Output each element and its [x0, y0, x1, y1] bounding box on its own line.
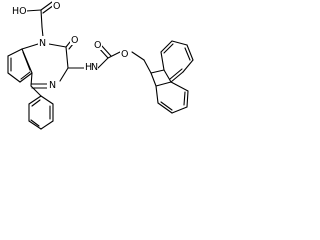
atom-label-amide-nitrogen: N: [91, 62, 98, 73]
atom-label-carbamate-ester-oxygen: O: [121, 49, 128, 60]
bond-fl-lower-5: [170, 81, 189, 92]
bond-nh-carbonyl: [97, 57, 109, 69]
bond-fl-five-1: [163, 69, 172, 83]
bond-ester-o-ch2: [131, 51, 145, 61]
bond-fl-c9-c9a: [150, 69, 165, 74]
atom-label-carbamate-carbonyl-oxygen: O: [94, 40, 101, 51]
atom-label-amide-hydrogen: H: [85, 62, 92, 73]
bond-ch2-to-n1: [41, 26, 44, 38]
atom-label-hydroxyl: HO: [12, 6, 27, 17]
bond-c5a-c5: [30, 72, 33, 87]
bond-benzo-inner-2: [20, 71, 31, 80]
bond-c9a-c9: [7, 48, 23, 57]
bond-fl-upper-1: [160, 51, 165, 71]
atom-label-acid-carbonyl-oxygen: O: [53, 1, 60, 12]
bond-fl-five-2: [155, 81, 172, 87]
bond-lines: [7, 1, 194, 130]
bond-fl-lower-4: [186, 90, 189, 108]
bond-fl-upper-4: [186, 44, 194, 61]
bond-acid-carbonyl-outer: [40, 1, 53, 11]
bond-benzo-inner-3: [22, 51, 31, 71]
bond-fl-upper-inner-1: [163, 43, 174, 54]
bond-ph-3: [40, 120, 54, 130]
bond-acid-to-ch2: [40, 9, 43, 28]
bond-carbonyl-ester-o: [107, 51, 121, 59]
bond-ph-inner-3: [31, 99, 41, 107]
chemical-structure: HO O N O N H N O O: [7, 0, 194, 130]
bond-c5-phenyl: [30, 85, 42, 97]
bond-ph-1: [40, 95, 54, 105]
bond-fl-upper-inner-3: [169, 68, 183, 80]
bond-fl-upper-5: [182, 59, 194, 73]
atom-labels: HO O N O N H N O O: [10, 0, 131, 91]
bond-ph-4: [28, 120, 42, 130]
bond-fl-upper-3: [171, 40, 188, 46]
atom-label-ring-nitrogen-1: N: [39, 38, 46, 49]
bond-fl-lower-1: [155, 85, 159, 104]
bond-c8-c7: [7, 72, 21, 83]
bond-fl-upper-2: [160, 40, 173, 53]
bond-fl-lower-inner-1: [160, 101, 173, 111]
bond-fl-lower-inner-2: [183, 91, 186, 106]
bond-c7-c5a: [19, 72, 33, 83]
bond-n1-c2: [48, 43, 67, 48]
bond-ph-6: [28, 95, 42, 105]
bond-fl-c9-c8a: [150, 72, 157, 87]
bond-c3-n4: [59, 67, 69, 82]
atom-label-lactam-oxygen: O: [71, 35, 78, 46]
atom-label-ring-nitrogen-4: N: [49, 80, 56, 91]
bond-fl-lower-3: [171, 106, 188, 114]
bond-c2-c3: [65, 46, 69, 69]
bond-fl-upper-6: [170, 71, 184, 83]
bond-ch2-c9: [143, 59, 152, 74]
bond-fl-upper-inner-2: [184, 47, 191, 61]
bond-carbonyl-o-inner: [100, 44, 112, 57]
bond-c2-o-outer: [65, 41, 71, 48]
bond-ph-inner-2: [30, 119, 40, 127]
bond-n1-c9a: [21, 43, 39, 50]
bond-acid-hydroxyl: [25, 9, 42, 12]
bond-fl-lower-2: [157, 102, 173, 114]
